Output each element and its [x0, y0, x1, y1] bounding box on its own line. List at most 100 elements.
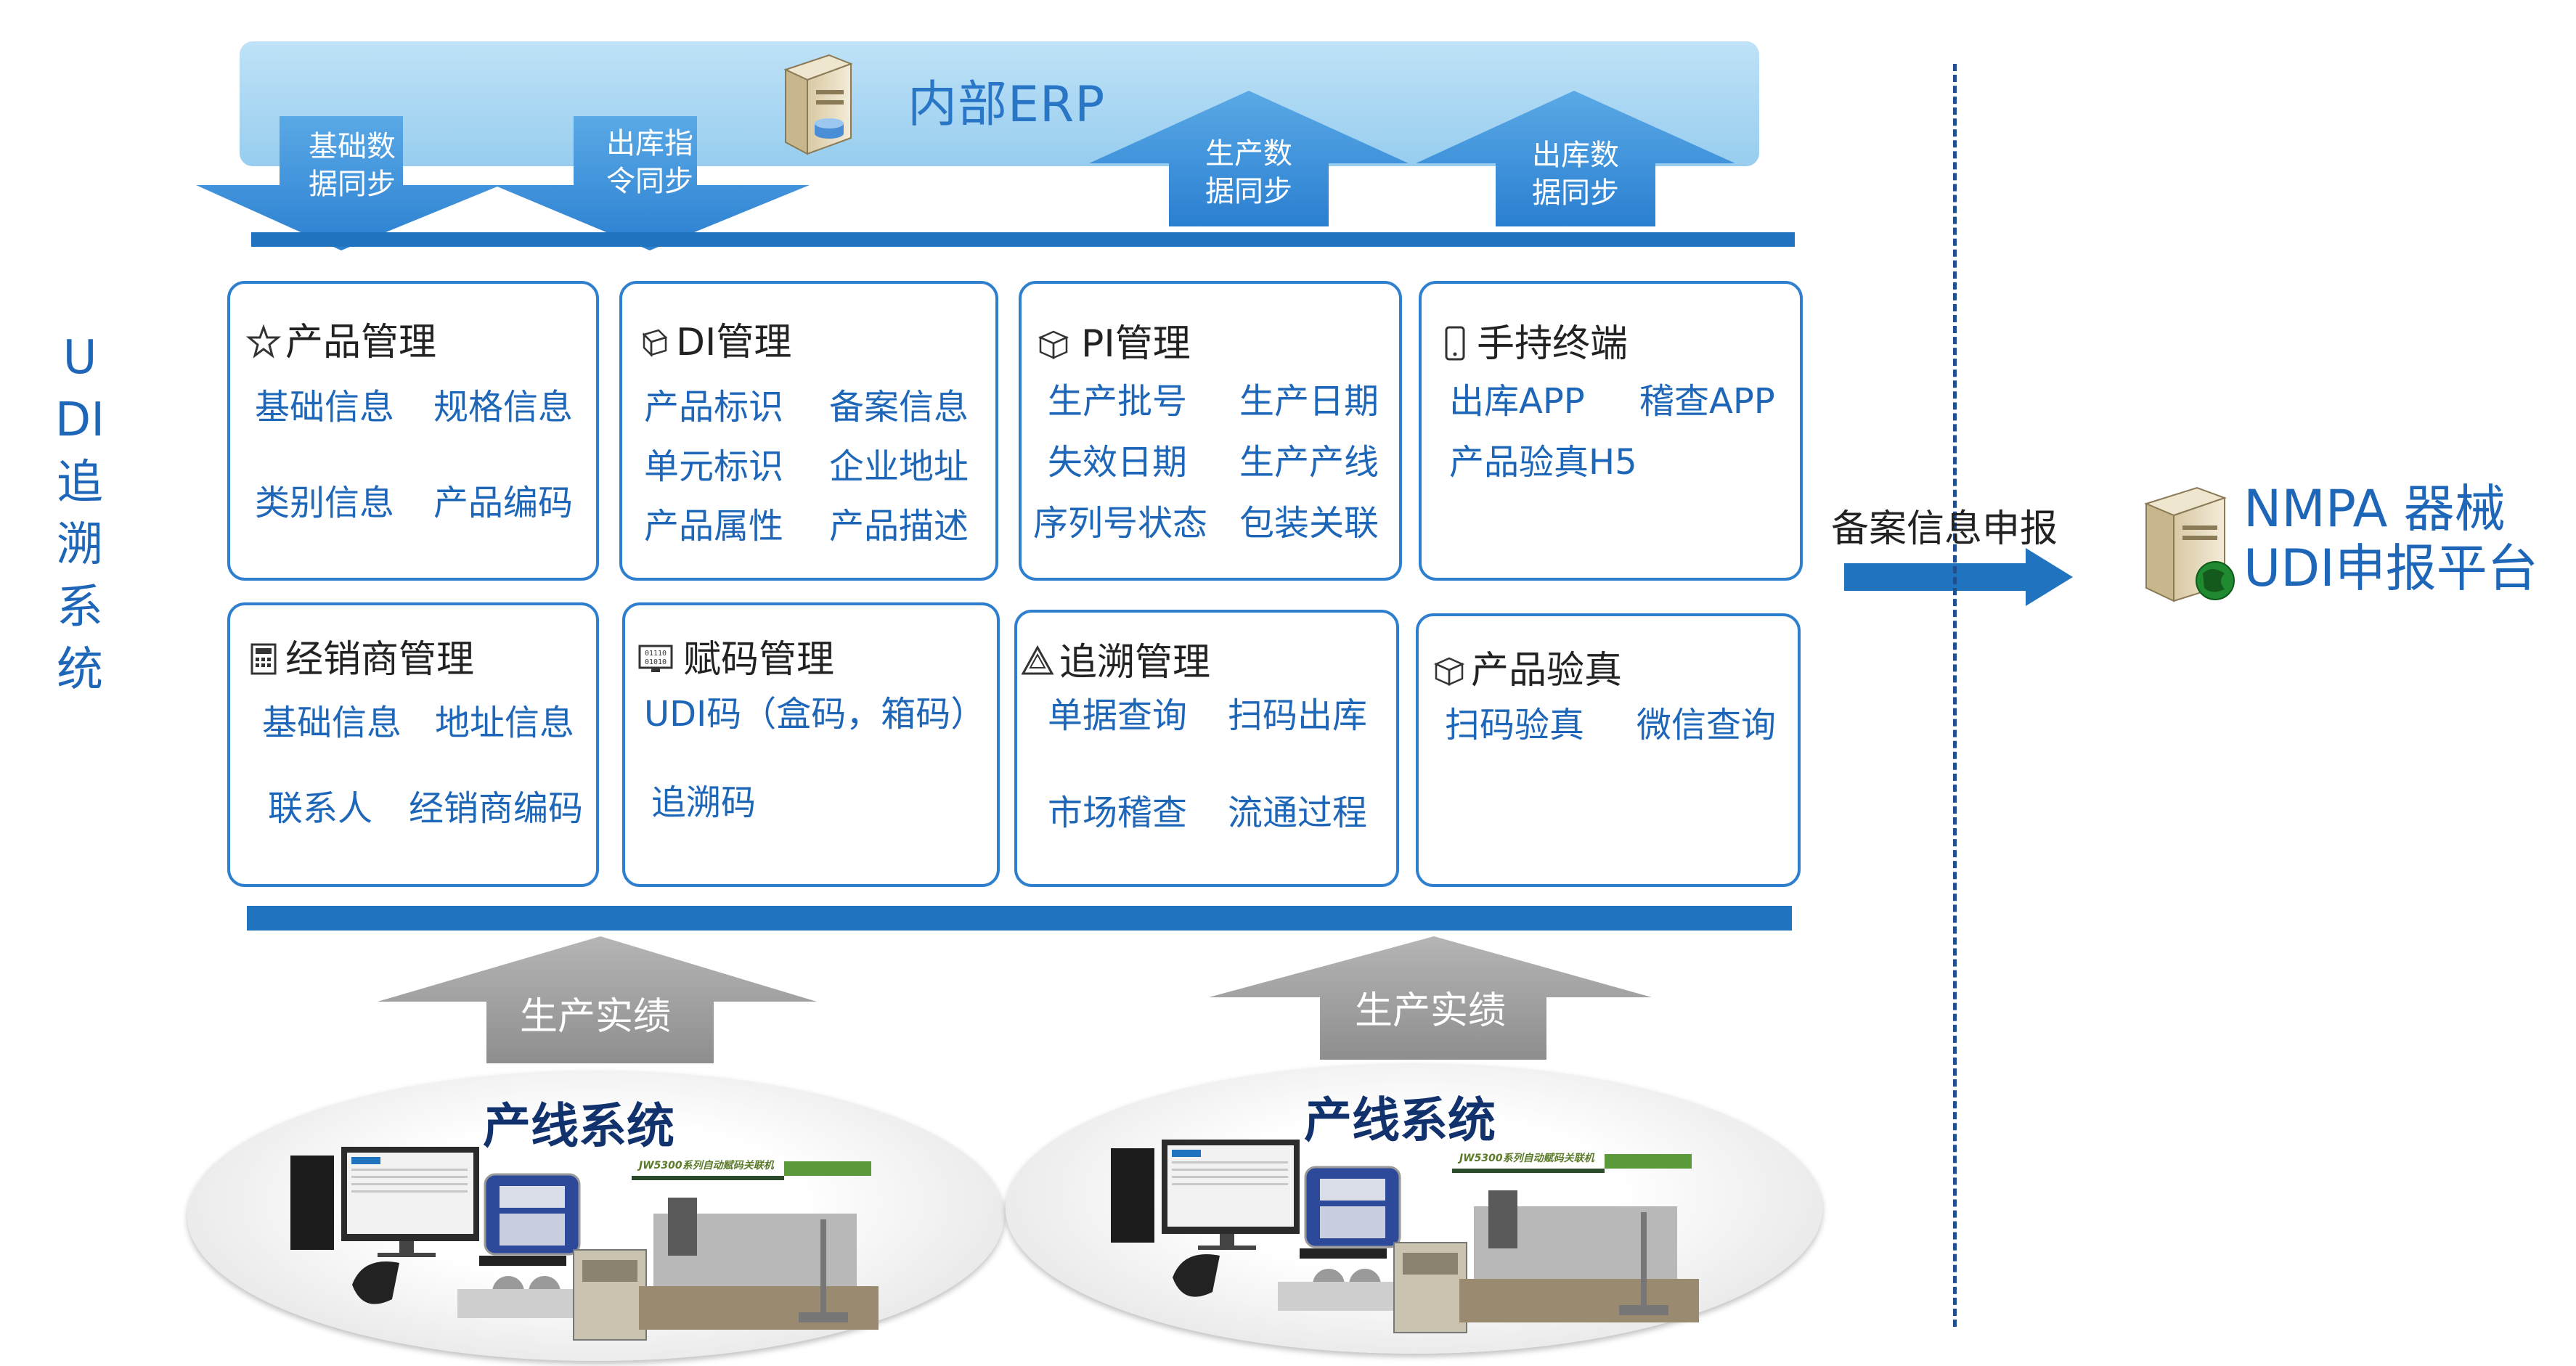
module-di-title-text: DI管理 — [676, 321, 792, 364]
module-di-item-3: 单元标识 — [644, 446, 784, 487]
module-verify-item-1: 扫码验真 — [1445, 705, 1585, 745]
module-di-title: DI管理 — [637, 311, 791, 366]
module-dealer-item-2: 地址信息 — [435, 703, 575, 743]
module-coding-item-1: UDI码（盒码，箱码） — [644, 694, 986, 735]
sync-arrow-2-line2: 令同步 — [606, 165, 693, 198]
sync-arrow-label-2: 出库指 令同步 — [541, 125, 759, 200]
module-coding-title-text: 赋码管理 — [683, 638, 835, 682]
module-verify-item-2: 微信查询 — [1637, 705, 1777, 745]
module-verify-title: 产品验真 — [1432, 639, 1622, 694]
module-pi-item-2: 生产日期 — [1239, 381, 1379, 422]
module-verify: 产品验真 扫码验真 微信查询 — [1416, 613, 1801, 887]
module-product-item-3: 类别信息 — [255, 483, 395, 523]
calculator-icon — [250, 643, 277, 675]
module-dealer-item-3: 联系人 — [268, 788, 373, 829]
module-verify-title-text: 产品验真 — [1471, 649, 1623, 692]
sync-arrow-3-line2: 据同步 — [1205, 175, 1292, 208]
erp-title: 内部ERP — [908, 76, 1106, 134]
module-pi-item-3: 失效日期 — [1048, 442, 1188, 483]
module-product-title: 产品管理 — [246, 311, 436, 366]
up-arrow-production-data — [1089, 91, 1409, 226]
module-trace-item-2: 扫码出库 — [1228, 695, 1368, 736]
equipment-illustration-left: JW5300系列自动赋码关联机 — [290, 1147, 879, 1341]
module-product-item-2: 规格信息 — [433, 387, 574, 428]
bottom-bus-line — [247, 906, 1792, 931]
production-line-title-left: 产线系统 — [483, 1098, 674, 1154]
module-pi-item-5: 序列号状态 — [1033, 503, 1208, 544]
box-icon — [1038, 330, 1069, 359]
machine-caption-right: JW5300系列自动赋码关联机 — [1457, 1152, 1595, 1164]
module-handheld-title: 手持终端 — [1438, 313, 1628, 367]
nmpa-line-2: UDI申报平台 — [2243, 539, 2538, 598]
up-arrow-outbound-data — [1416, 91, 1735, 226]
module-trace: 追溯管理 单据查询 扫码出库 市场稽查 流通过程 — [1014, 610, 1399, 887]
module-dealer-item-1: 基础信息 — [262, 703, 402, 743]
gray-arrow-right — [1209, 936, 1652, 1060]
report-arrow-head — [2026, 548, 2073, 606]
recycle-icon — [1021, 645, 1054, 675]
module-trace-item-1: 单据查询 — [1048, 695, 1188, 736]
equipment-illustration-right: JW5300系列自动赋码关联机 — [1111, 1140, 1699, 1333]
production-arrow-label-right: 生产实绩 — [1354, 989, 1506, 1033]
module-pi: PI管理 生产批号 生产日期 失效日期 生产产线 序列号状态 包装关联 — [1019, 281, 1402, 581]
sync-arrow-4-line2: 据同步 — [1532, 176, 1619, 210]
cube-icon — [642, 329, 668, 358]
module-trace-title: 追溯管理 — [1020, 631, 1210, 686]
sync-arrow-2-line1: 出库指 — [606, 127, 693, 160]
module-product-title-text: 产品管理 — [285, 321, 437, 364]
module-product-item-1: 基础信息 — [255, 387, 395, 428]
module-coding-item-2: 追溯码 — [651, 782, 757, 823]
svg-text:01110: 01110 — [645, 650, 667, 658]
erp-server-icon — [783, 54, 853, 155]
module-handheld-item-2: 稽查APP — [1639, 381, 1775, 422]
module-handheld: 手持终端 出库APP 稽查APP 产品验真H5 — [1419, 281, 1803, 581]
module-di-item-2: 备案信息 — [829, 387, 969, 428]
open-box-icon — [1433, 657, 1465, 686]
module-dealer: 经销商管理 基础信息 地址信息 联系人 经销商编码 — [227, 602, 599, 887]
nmpa-server-icon — [2144, 486, 2235, 602]
module-pi-title-text: PI管理 — [1081, 322, 1191, 366]
module-dealer-item-4: 经销商编码 — [409, 788, 584, 829]
module-trace-title-text: 追溯管理 — [1059, 641, 1211, 684]
module-di-item-1: 产品标识 — [644, 387, 784, 428]
svg-text:01010: 01010 — [645, 658, 667, 666]
dashed-divider — [1953, 64, 1957, 1327]
gray-arrow-left — [378, 936, 817, 1063]
top-bus-line — [251, 232, 1795, 247]
system-vertical-label-text: UDI追溯系统 — [54, 331, 105, 697]
module-trace-item-4: 流通过程 — [1228, 793, 1368, 833]
nmpa-platform-label: NMPA 器械 UDI申报平台 — [2243, 479, 2538, 598]
nmpa-line-1: NMPA 器械 — [2243, 479, 2506, 539]
machine-caption-left: JW5300系列自动赋码关联机 — [637, 1159, 775, 1171]
sync-arrow-label-3: 生产数 据同步 — [1140, 135, 1358, 210]
sync-arrow-label-4: 出库数 据同步 — [1467, 136, 1684, 212]
system-vertical-label: UDI追溯系统 — [51, 327, 109, 701]
star-icon — [246, 324, 281, 359]
sync-arrow-label-1: 基础数 据同步 — [243, 128, 461, 203]
module-dealer-title: 经销商管理 — [246, 629, 474, 683]
sync-arrow-4-line1: 出库数 — [1532, 139, 1619, 172]
sync-arrow-1-line2: 据同步 — [309, 168, 396, 201]
module-trace-item-3: 市场稽查 — [1048, 793, 1188, 833]
module-di-item-6: 产品描述 — [829, 506, 969, 547]
module-handheld-title-text: 手持终端 — [1477, 322, 1629, 366]
report-arrow-shaft — [1844, 563, 2026, 591]
down-arrow-basic-data — [196, 116, 501, 250]
sync-arrow-1-line1: 基础数 — [309, 130, 396, 163]
production-line-title-right: 产线系统 — [1304, 1092, 1496, 1148]
module-di: DI管理 产品标识 备案信息 单元标识 企业地址 产品属性 产品描述 — [619, 281, 998, 581]
module-handheld-item-1: 出库APP — [1449, 381, 1585, 422]
module-di-item-4: 企业地址 — [829, 446, 969, 487]
mobile-phone-icon — [1445, 326, 1465, 361]
module-product: 产品管理 基础信息 规格信息 类别信息 产品编码 — [227, 281, 599, 581]
module-product-item-4: 产品编码 — [433, 483, 574, 523]
module-pi-item-4: 生产产线 — [1239, 442, 1379, 483]
production-arrow-label-left: 生产实绩 — [519, 995, 671, 1039]
module-pi-item-1: 生产批号 — [1048, 381, 1188, 422]
module-pi-title: PI管理 — [1036, 313, 1191, 367]
sync-arrow-3-line1: 生产数 — [1205, 137, 1292, 171]
